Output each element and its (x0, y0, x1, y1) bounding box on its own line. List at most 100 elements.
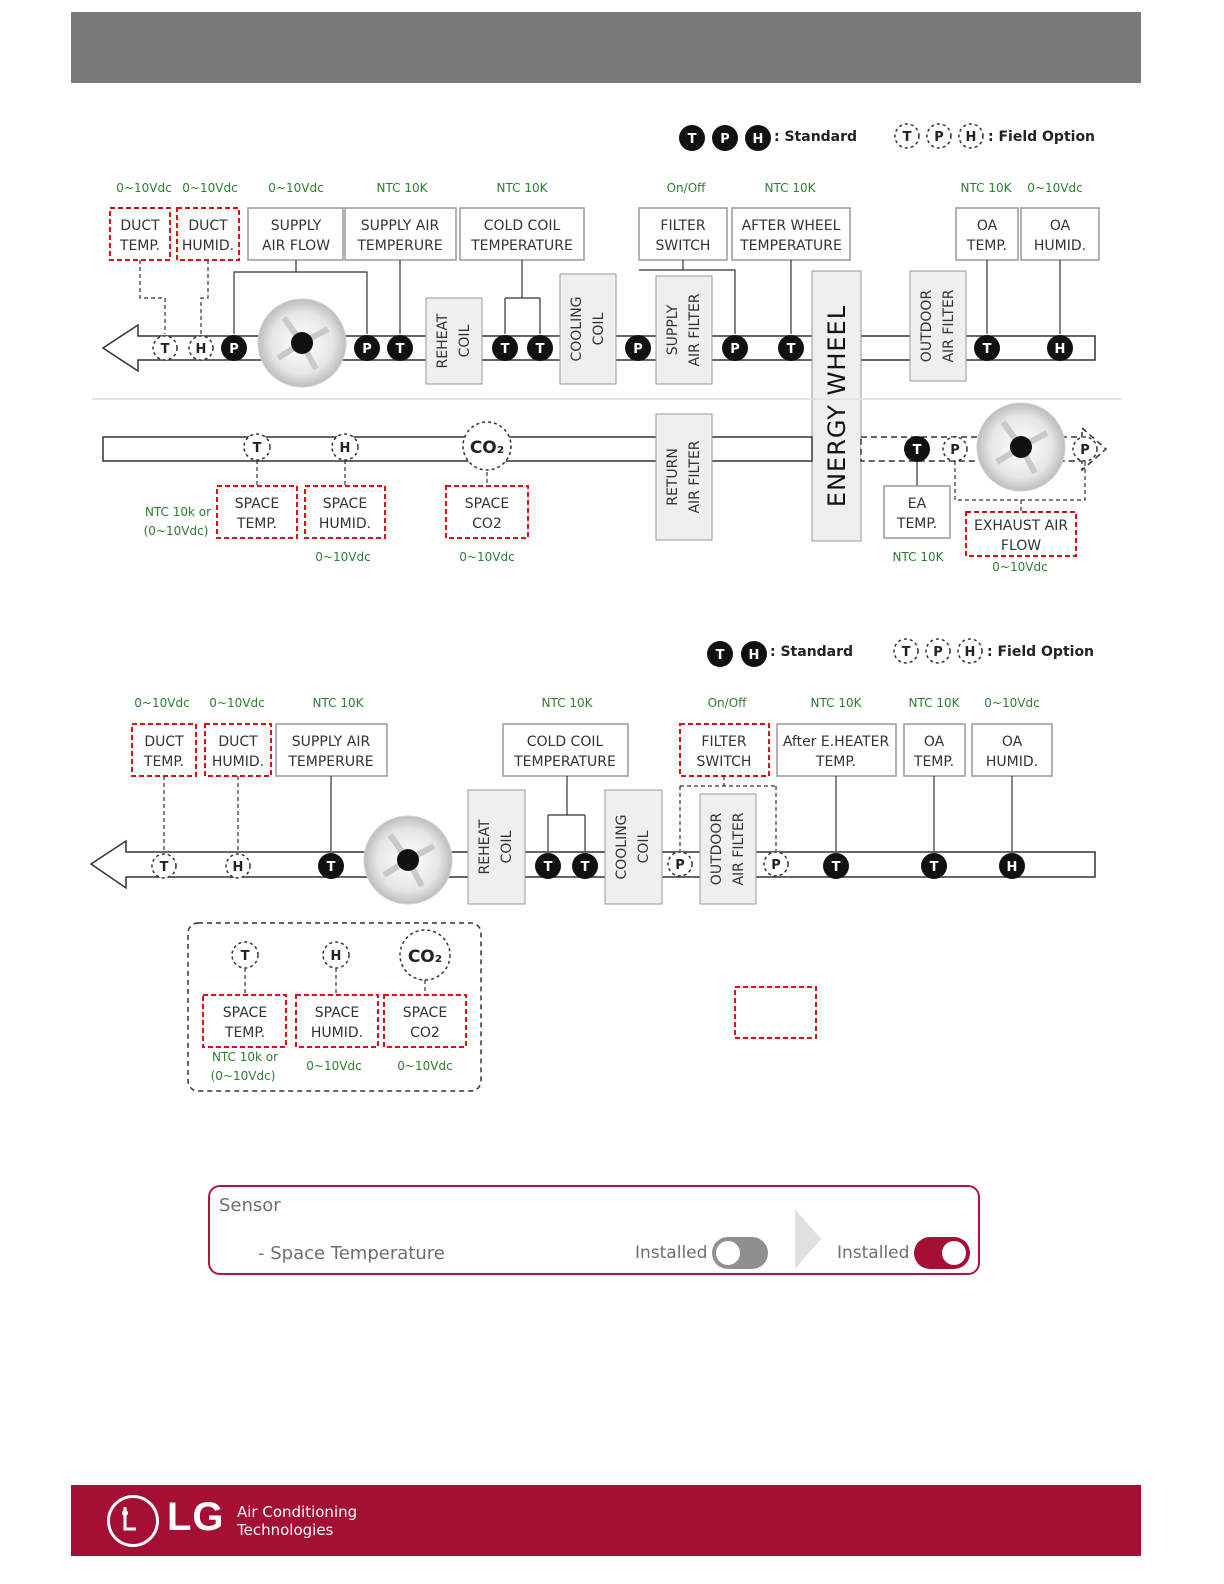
installed-label-after: Installed (837, 1243, 910, 1263)
diagram1-return-spec-labels: NTC 10k or (0~10Vdc) 0~10Vdc 0~10Vdc NTC… (144, 505, 1048, 574)
diagram2-spec-labels: 0~10Vdc 0~10Vdc NTC 10K NTC 10K On/Off N… (134, 696, 1039, 710)
svg-text:SUPPLY: SUPPLY (271, 218, 322, 234)
svg-text:DUCT: DUCT (120, 218, 160, 234)
svg-text:TEMPERURE: TEMPERURE (287, 754, 373, 770)
lg-logo-icon (107, 1495, 159, 1547)
space-temperature-label: - Space Temperature (258, 1243, 445, 1264)
svg-text:0~10Vdc: 0~10Vdc (397, 1059, 452, 1073)
diagram1-return-sensors: T H CO₂ T P P (243, 421, 1098, 471)
svg-text:NTC 10K: NTC 10K (961, 181, 1013, 195)
svg-text:H: H (966, 130, 977, 145)
brand-line1: Air Conditioning (237, 1503, 358, 1521)
svg-text:TEMPERATURE: TEMPERATURE (739, 238, 842, 254)
svg-text:TEMP.: TEMP. (224, 1025, 265, 1041)
svg-text:NTC 10K: NTC 10K (909, 696, 961, 710)
svg-text:T: T (161, 342, 170, 357)
installed-toggle-on[interactable] (914, 1237, 970, 1269)
svg-text:P: P (950, 443, 960, 458)
diagram1-supply-sensors: T H P P T T T P P T T H (152, 335, 1073, 361)
diagram2-sensor-boxes: DUCT TEMP. DUCT HUMID. SUPPLY AIR TEMPER… (131, 723, 1053, 777)
reheat-coil: REHEAT (435, 313, 451, 368)
svg-text:T: T (536, 342, 545, 357)
svg-text:P: P (730, 342, 740, 357)
svg-text:EXHAUST AIR: EXHAUST AIR (974, 518, 1068, 534)
svg-text:T: T (581, 860, 590, 875)
svg-text:CO2: CO2 (410, 1025, 440, 1041)
svg-text:T: T (832, 860, 841, 875)
svg-text:T: T (501, 342, 510, 357)
brand-line2: Technologies (237, 1521, 334, 1539)
svg-text:CO2: CO2 (472, 516, 502, 532)
energy-wheel: ENERGY WHEEL (823, 305, 851, 507)
lg-brand: LG (167, 1495, 225, 1539)
svg-text:DUCT: DUCT (218, 734, 258, 750)
svg-text:TEMPERATURE: TEMPERATURE (470, 238, 573, 254)
installed-toggle-off[interactable] (712, 1237, 768, 1269)
svg-text:NTC 10K: NTC 10K (497, 181, 549, 195)
svg-text:SPACE: SPACE (403, 1005, 447, 1021)
svg-text:NTC 10K: NTC 10K (542, 696, 594, 710)
svg-text:T: T (253, 441, 262, 456)
sensor-settings-panel: Sensor - Space Temperature Installed Ins… (208, 1185, 980, 1275)
svg-text:P: P (771, 858, 781, 873)
diagram1-connectors (139, 260, 1061, 334)
svg-text:COIL: COIL (591, 312, 607, 345)
svg-text:NTC 10k or: NTC 10k or (145, 505, 211, 519)
diagram2-legend: T H : Standard T P H : Field Option (707, 638, 1094, 667)
svg-text:NTC 10k or: NTC 10k or (212, 1050, 278, 1064)
svg-text:SPACE: SPACE (315, 1005, 359, 1021)
svg-text:OUTDOOR: OUTDOOR (709, 813, 725, 886)
svg-text:0~10Vdc: 0~10Vdc (116, 181, 171, 195)
svg-text:SWITCH: SWITCH (656, 238, 711, 254)
svg-text:EA: EA (908, 496, 927, 512)
svg-text:T: T (544, 860, 553, 875)
co2-symbol: CO₂ (470, 438, 504, 458)
svg-text:FILTER: FILTER (660, 218, 705, 234)
svg-text:0~10Vdc: 0~10Vdc (459, 550, 514, 564)
svg-text:COOLING: COOLING (614, 814, 630, 879)
svg-text:P: P (1080, 443, 1090, 458)
svg-text:H: H (1055, 342, 1066, 357)
svg-text:T: T (241, 949, 250, 964)
svg-text:0~10Vdc: 0~10Vdc (1027, 181, 1082, 195)
svg-text:COIL: COIL (457, 324, 473, 357)
diagram1-return-boxes: SPACE TEMP. SPACE HUMID. SPACE CO2 EA TE… (216, 485, 1077, 557)
svg-text:P: P (934, 130, 944, 145)
return-air-filter: RETURN (665, 448, 681, 506)
header-bar (71, 12, 1141, 83)
svg-text:P: P (720, 132, 730, 147)
legend-standard: : Standard (774, 129, 857, 145)
installed-label-before: Installed (635, 1243, 708, 1263)
svg-text:HUMID.: HUMID. (1034, 238, 1086, 254)
sensor-title: Sensor (219, 1195, 281, 1216)
svg-text:0~10Vdc: 0~10Vdc (182, 181, 237, 195)
svg-text:NTC 10K: NTC 10K (765, 181, 817, 195)
svg-text:AIR FILTER: AIR FILTER (941, 289, 957, 362)
svg-text:0~10Vdc: 0~10Vdc (306, 1059, 361, 1073)
outdoor-air-filter: OUTDOOR (919, 290, 935, 363)
svg-text:TEMP.: TEMP. (966, 238, 1007, 254)
svg-text:AIR FILTER: AIR FILTER (687, 440, 703, 513)
svg-text:SUPPLY AIR: SUPPLY AIR (292, 734, 371, 750)
svg-text:0~10Vdc: 0~10Vdc (134, 696, 189, 710)
svg-text:TEMPERURE: TEMPERURE (356, 238, 442, 254)
svg-text:0~10Vdc: 0~10Vdc (992, 560, 1047, 574)
svg-text:T: T (396, 342, 405, 357)
svg-text:H: H (965, 645, 976, 660)
svg-text:TEMP.: TEMP. (236, 516, 277, 532)
svg-text:(0~10Vdc): (0~10Vdc) (211, 1069, 276, 1083)
svg-text:: Standard: : Standard (770, 644, 853, 660)
svg-text:TEMP.: TEMP. (913, 754, 954, 770)
svg-text:T: T (902, 645, 911, 660)
svg-text:OA: OA (924, 734, 945, 750)
arrow-right-icon (795, 1209, 821, 1269)
svg-text:FLOW: FLOW (1001, 538, 1041, 554)
svg-text:FILTER: FILTER (701, 734, 746, 750)
svg-text:After E.HEATER: After E.HEATER (783, 734, 890, 750)
svg-text:P: P (362, 342, 372, 357)
svg-text:NTC 10K: NTC 10K (811, 696, 863, 710)
svg-text:AIR FILTER: AIR FILTER (731, 812, 747, 885)
svg-text:P: P (229, 342, 239, 357)
svg-text:OA: OA (1050, 218, 1071, 234)
toggle-knob (942, 1241, 966, 1265)
